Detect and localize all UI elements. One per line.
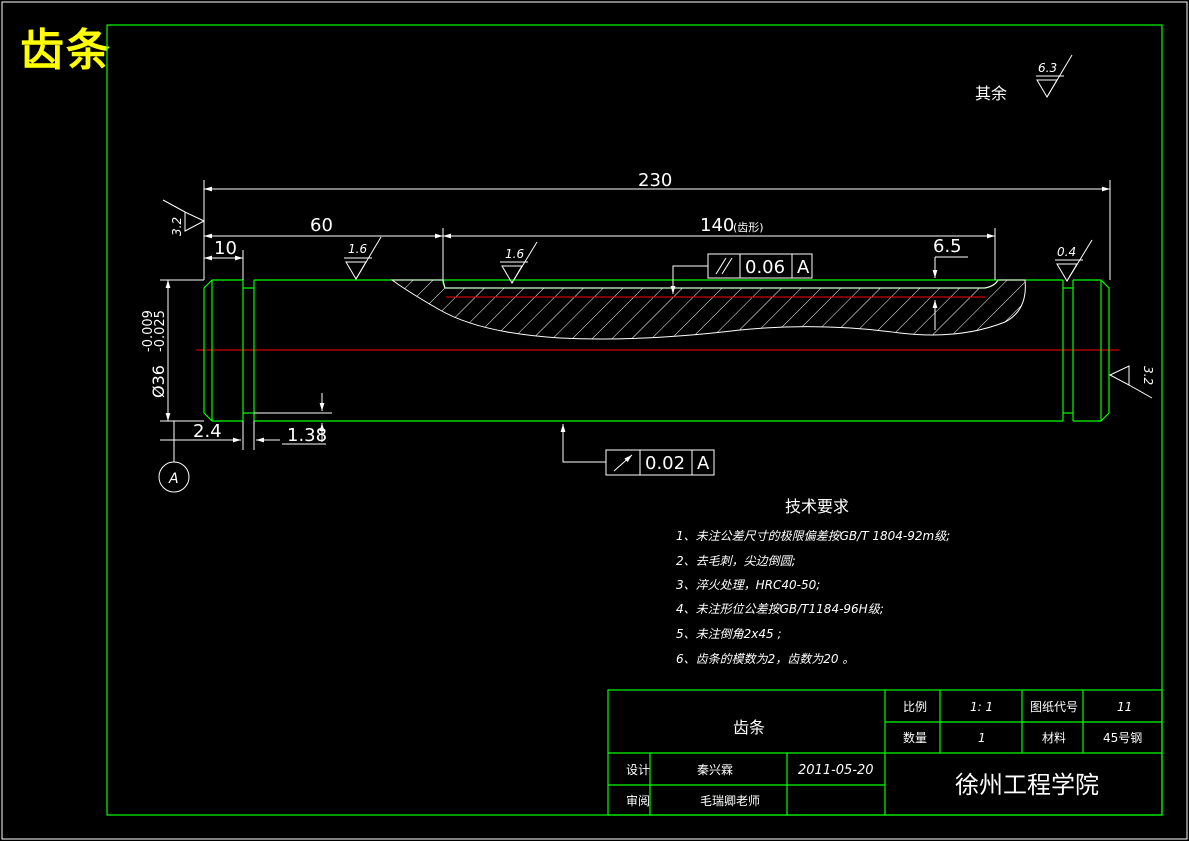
- tooth-section-hatch: [390, 279, 1026, 340]
- roughness-3-symbol: [1055, 239, 1093, 282]
- roughness-other-label: 其余: [975, 84, 1007, 103]
- dim-140-text: 140: [700, 215, 734, 236]
- tb-designer: 秦兴霖: [697, 763, 733, 777]
- tech-heading: 技术要求: [785, 497, 849, 516]
- runout-value: 0.02: [645, 453, 685, 474]
- roughness-right-value: 3.2: [1141, 366, 1155, 385]
- tech-item-1: 1、未注公差尺寸的极限偏差按GB/T 1804-92m级;: [676, 529, 950, 543]
- dim-2-4-text: 2.4: [193, 421, 222, 442]
- dim-1-38: [254, 393, 332, 445]
- tb-review-label: 审阅: [626, 793, 650, 808]
- dim-diameter-text: Ø36: [149, 365, 168, 398]
- parallel-value: 0.06: [745, 257, 785, 278]
- tb-reviewer: 毛瑞卿老师: [700, 794, 760, 808]
- roughness-left-value: 3.2: [170, 217, 184, 236]
- tech-item-6: 6、齿条的模数为2，齿数为20 。: [676, 652, 854, 666]
- tb-scale-label: 比例: [903, 700, 927, 714]
- roughness-1-symbol: [344, 236, 382, 280]
- tech-item-2: 2、去毛刺，尖边倒圆;: [676, 554, 796, 568]
- roughness-3-value: 0.4: [1057, 245, 1076, 259]
- roughness-other-value: 6.3: [1038, 61, 1057, 75]
- runout-datum: A: [697, 453, 710, 474]
- corner-title: 齿条: [20, 25, 112, 76]
- tb-scale-value: 1: 1: [970, 700, 993, 714]
- roughness-right-symbol: [1108, 365, 1153, 399]
- dim-tol-upper: -0.009: [141, 310, 156, 352]
- tb-part-name: 齿条: [733, 718, 765, 737]
- tb-design-label: 设计: [626, 763, 650, 777]
- dim-tol-lower: -0.025: [153, 310, 168, 352]
- tb-material-value: 45号钢: [1103, 731, 1142, 745]
- datum-label: A: [168, 471, 179, 487]
- dim-1-38-text: 1.38: [287, 425, 327, 446]
- dim-10: [204, 250, 244, 280]
- tb-drawing-no-value: 11: [1117, 700, 1132, 714]
- roughness-2-value: 1.6: [505, 247, 524, 261]
- dim-overall: [203, 180, 1111, 280]
- roughness-2-symbol: [500, 241, 538, 284]
- dim-6-5: [932, 256, 968, 330]
- dim-diameter: [160, 279, 204, 422]
- tech-item-5: 5、未注倒角2x45 ;: [676, 627, 782, 641]
- runout-fcf-leader: [560, 424, 715, 476]
- tb-qty-value: 1: [978, 731, 986, 745]
- parallel-datum: A: [797, 257, 810, 278]
- tech-item-3: 3、淬火处理，HRC40-50;: [676, 578, 820, 592]
- dim-overall-text: 230: [638, 170, 672, 191]
- dim-6-5-text: 6.5: [933, 236, 962, 257]
- title-block: [607, 689, 1163, 816]
- tb-qty-label: 数量: [903, 730, 927, 745]
- tb-drawing-no-label: 图纸代号: [1030, 700, 1078, 714]
- roughness-other-symbol: [1036, 54, 1073, 98]
- dim-10-text: 10: [214, 238, 237, 259]
- roughness-left-symbol: [162, 199, 206, 232]
- tb-material-label: 材料: [1042, 731, 1066, 745]
- roughness-1-value: 1.6: [348, 242, 367, 256]
- dim-60-text: 60: [310, 215, 333, 236]
- dim-140-note: (齿形): [733, 221, 764, 234]
- datum-symbol: [158, 421, 190, 493]
- dim-140: [443, 228, 996, 280]
- drawing-frame: [106, 24, 1163, 816]
- tb-date: 2011-05-20: [798, 763, 874, 778]
- tb-school: 徐州工程学院: [955, 771, 1099, 799]
- tech-item-4: 4、未注形位公差按GB/T1184-96H级;: [676, 602, 884, 616]
- parallel-fcf-leader: [670, 253, 813, 294]
